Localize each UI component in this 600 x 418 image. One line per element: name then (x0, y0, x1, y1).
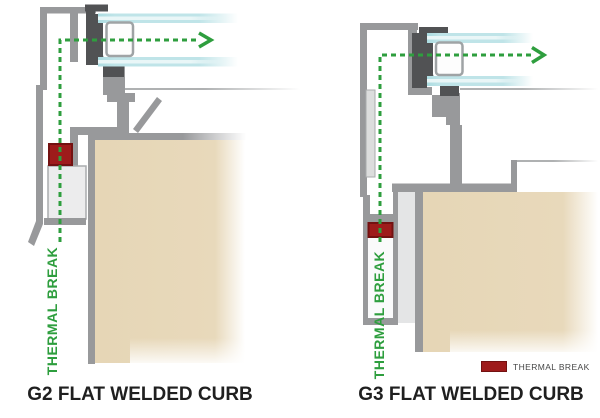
g2-glass-pane-top-highlight (98, 16, 230, 20)
g2-curb-fade (130, 338, 246, 364)
g2-diagonal-strut (133, 97, 162, 133)
g2-frame-outer-upper (40, 7, 47, 90)
g3-step-line (517, 160, 598, 162)
g2-curb-box (47, 165, 87, 220)
g3-curb-left-liner (415, 185, 423, 352)
g3-frame-outer-lower (363, 195, 370, 216)
g3-frame-inner-strip (365, 89, 376, 178)
g3-step-upper (446, 93, 460, 125)
g3-glazing-seat (440, 86, 459, 96)
g2-step-mid (117, 98, 129, 129)
g3-glazing-gasket (427, 35, 437, 85)
g2-curb-box-cap (44, 218, 86, 225)
g3-channel-bottom-cap (363, 318, 398, 325)
g2-curb-left-liner (88, 133, 95, 364)
g3-channel-right-wall (393, 192, 398, 325)
g3-frame-inner-foot (408, 87, 432, 95)
g2-frame-inner-lip (70, 127, 78, 167)
sections-canvas (28, 4, 598, 364)
g3-ceiling-line (460, 88, 598, 90)
g2-thermal-path-line (58, 38, 198, 242)
g3-curb-top-liner (392, 183, 517, 192)
g3-frame-outer-upper (360, 23, 367, 197)
g3-glass-pane-top-highlight (427, 36, 525, 40)
g2-glazing-gasket (95, 14, 105, 65)
g3-glass-pane-bottom-highlight (427, 79, 525, 83)
g2-frame-drip-foot (28, 221, 43, 246)
legend: THERMAL BREAK (481, 361, 590, 372)
thermal-break-swatch-icon (481, 361, 507, 372)
legend-label: THERMAL BREAK (513, 361, 590, 372)
g3-curb-fade (450, 330, 598, 354)
g3-frame-top-bar (360, 23, 418, 30)
g3-channel-top-cap (363, 214, 398, 222)
g2-curb-top-liner (88, 133, 246, 140)
g2-step-foot (107, 93, 135, 102)
g3-section-drawing (360, 23, 598, 354)
g2-frame-inner-bar (70, 8, 78, 62)
g2-frame-top-bar (40, 7, 96, 14)
g2-ceiling-line (125, 88, 300, 90)
g2-thermal-path-arrow-icon (198, 31, 215, 49)
g3-thermal-break-label: THERMAL BREAK (371, 250, 387, 380)
g3-step-protrusion (432, 95, 448, 117)
g2-frame-flange (70, 127, 129, 135)
g2-section-drawing (28, 4, 300, 364)
g3-glazing-cap (419, 27, 448, 34)
g3-curb-insulation (423, 192, 598, 352)
g3-curb-cavity (398, 192, 415, 323)
g2-glazing-seat (103, 65, 124, 77)
g3-step-mullion (450, 125, 462, 185)
g2-glass-pane-bottom-highlight (98, 60, 230, 64)
g2-glazing-side-plate (86, 10, 95, 65)
g2-curb-insulation (95, 140, 245, 363)
g3-glazing-side-plate (412, 33, 427, 88)
g3-channel-left-wall (363, 214, 368, 325)
g3-step-jamb (511, 160, 517, 185)
g2-glazing-cap (85, 4, 108, 12)
g2-frame-outer-lower (36, 85, 43, 224)
g2-title: G2 FLAT WELDED CURB (27, 384, 253, 405)
g3-title: G3 FLAT WELDED CURB (358, 384, 584, 405)
g2-thermal-break-label: THERMAL BREAK (44, 246, 60, 376)
g3-thermal-path-arrow-icon (531, 46, 548, 64)
g3-glazing-spacer (434, 41, 464, 77)
